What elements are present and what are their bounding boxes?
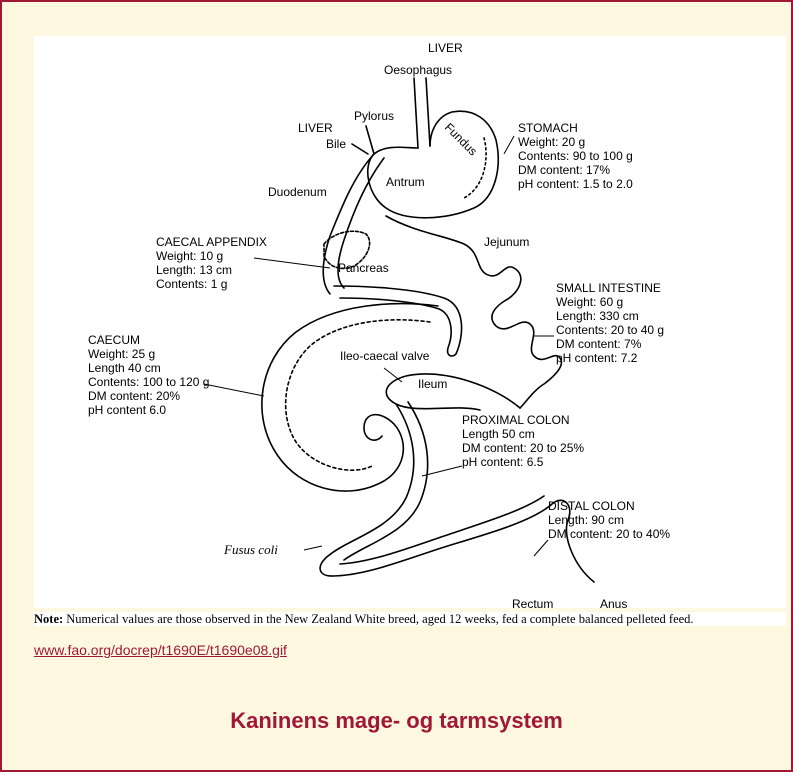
label-rectum: Rectum [512,597,553,608]
proximal-colon [320,402,428,576]
proximal-colon-line: DM content: 20 to 25% [462,441,584,455]
label-jejunum: Jejunum [484,235,529,249]
stomach-line: DM content: 17% [518,163,610,177]
page-caption: Kaninens mage- og tarmsystem [0,708,793,734]
jejunum-coils [386,216,561,408]
caecum-line: Contents: 100 to 120 g [88,375,209,389]
leader-stomach [504,136,514,154]
caecum-line: pH content 6.0 [88,403,166,417]
label-antrum: Antrum [386,175,425,189]
distal-colon-line: DM content: 20 to 40% [548,527,670,541]
stomach-info: STOMACH Weight: 20 g Contents: 90 to 100… [518,121,633,191]
small-intestine-line: Weight: 60 g [556,295,623,309]
distal-colon-info: DISTAL COLON Length: 90 cm DM content: 2… [548,499,670,541]
caecal-appendix-line: Contents: 1 g [156,277,227,291]
label-anus: Anus [600,597,627,608]
stomach-outline [368,111,498,218]
distal-colon-line: DISTAL COLON [548,499,635,513]
leader-caecum [204,384,264,396]
small-intestine-line: pH content: 7.2 [556,351,638,365]
small-intestine-info: SMALL INTESTINE Weight: 60 g Length: 330… [556,281,664,365]
digestive-tract-diagram: LIVER Oesophagus Pylorus LIVER Bile Fund… [34,36,786,608]
caecum-line: Length 40 cm [88,361,161,375]
note-prefix: Note: [34,612,63,626]
caecum-line: Weight: 25 g [88,347,155,361]
label-liver-top: LIVER [428,41,463,55]
stomach-line: pH content: 1.5 to 2.0 [518,177,633,191]
label-bile: Bile [326,137,346,151]
leader-ileo-caecal-valve [384,368,402,382]
small-intestine-line: Length: 330 cm [556,309,639,323]
diagram-drawing: LIVER Oesophagus Pylorus LIVER Bile Fund… [34,36,786,608]
small-intestine-line: SMALL INTESTINE [556,281,661,295]
caecal-appendix-line: Weight: 10 g [156,249,223,263]
proximal-colon-line: pH content: 6.5 [462,455,544,469]
caecal-appendix-line: Length: 13 cm [156,263,232,277]
stomach-line: Contents: 90 to 100 g [518,149,633,163]
label-ileo-caecal-valve: Ileo-caecal valve [340,349,430,363]
caecum-info: CAECUM Weight: 25 g Length 40 cm Content… [88,333,209,417]
proximal-colon-line: Length 50 cm [462,427,535,441]
small-intestine-line: DM content: 7% [556,337,642,351]
caecal-appendix [334,286,462,356]
label-oesophagus: Oesophagus [384,63,452,77]
small-intestine-line: Contents: 20 to 40 g [556,323,664,337]
stomach-line: STOMACH [518,121,578,135]
label-pylorus: Pylorus [354,109,394,123]
caecum-outline [262,304,438,491]
label-pancreas: Pancreas [338,261,389,275]
leader-fusus-coli [304,546,322,550]
label-liver-left: LIVER [298,121,333,135]
caecal-appendix-info: CAECAL APPENDIX Weight: 10 g Length: 13 … [156,235,267,291]
label-fundus: Fundus [442,120,480,158]
oesophagus-tube [414,78,430,148]
source-link[interactable]: www.fao.org/docrep/t1690E/t1690e08.gif [34,642,287,658]
label-fusus-coli: Fusus coli [223,542,278,557]
label-duodenum: Duodenum [268,185,327,199]
distal-colon-line: Length: 90 cm [548,513,624,527]
caecal-appendix-line: CAECAL APPENDIX [156,235,267,249]
figure-note: Note: Numerical values are those observe… [34,612,786,626]
label-ileum: Ileum [418,377,447,391]
bile-line [352,144,368,154]
stomach-line: Weight: 20 g [518,135,585,149]
proximal-colon-line: PROXIMAL COLON [462,413,570,427]
leader-caecal-appendix [254,258,330,268]
caecum-line: DM content: 20% [88,389,180,403]
ileum-tube [386,374,520,410]
caecum-inner [286,320,430,470]
pylorus-line [366,126,374,154]
caecum-line: CAECUM [88,333,140,347]
note-text: Numerical values are those observed in t… [63,612,693,626]
proximal-colon-info: PROXIMAL COLON Length 50 cm DM content: … [462,413,584,469]
leader-distal-colon [534,540,548,556]
